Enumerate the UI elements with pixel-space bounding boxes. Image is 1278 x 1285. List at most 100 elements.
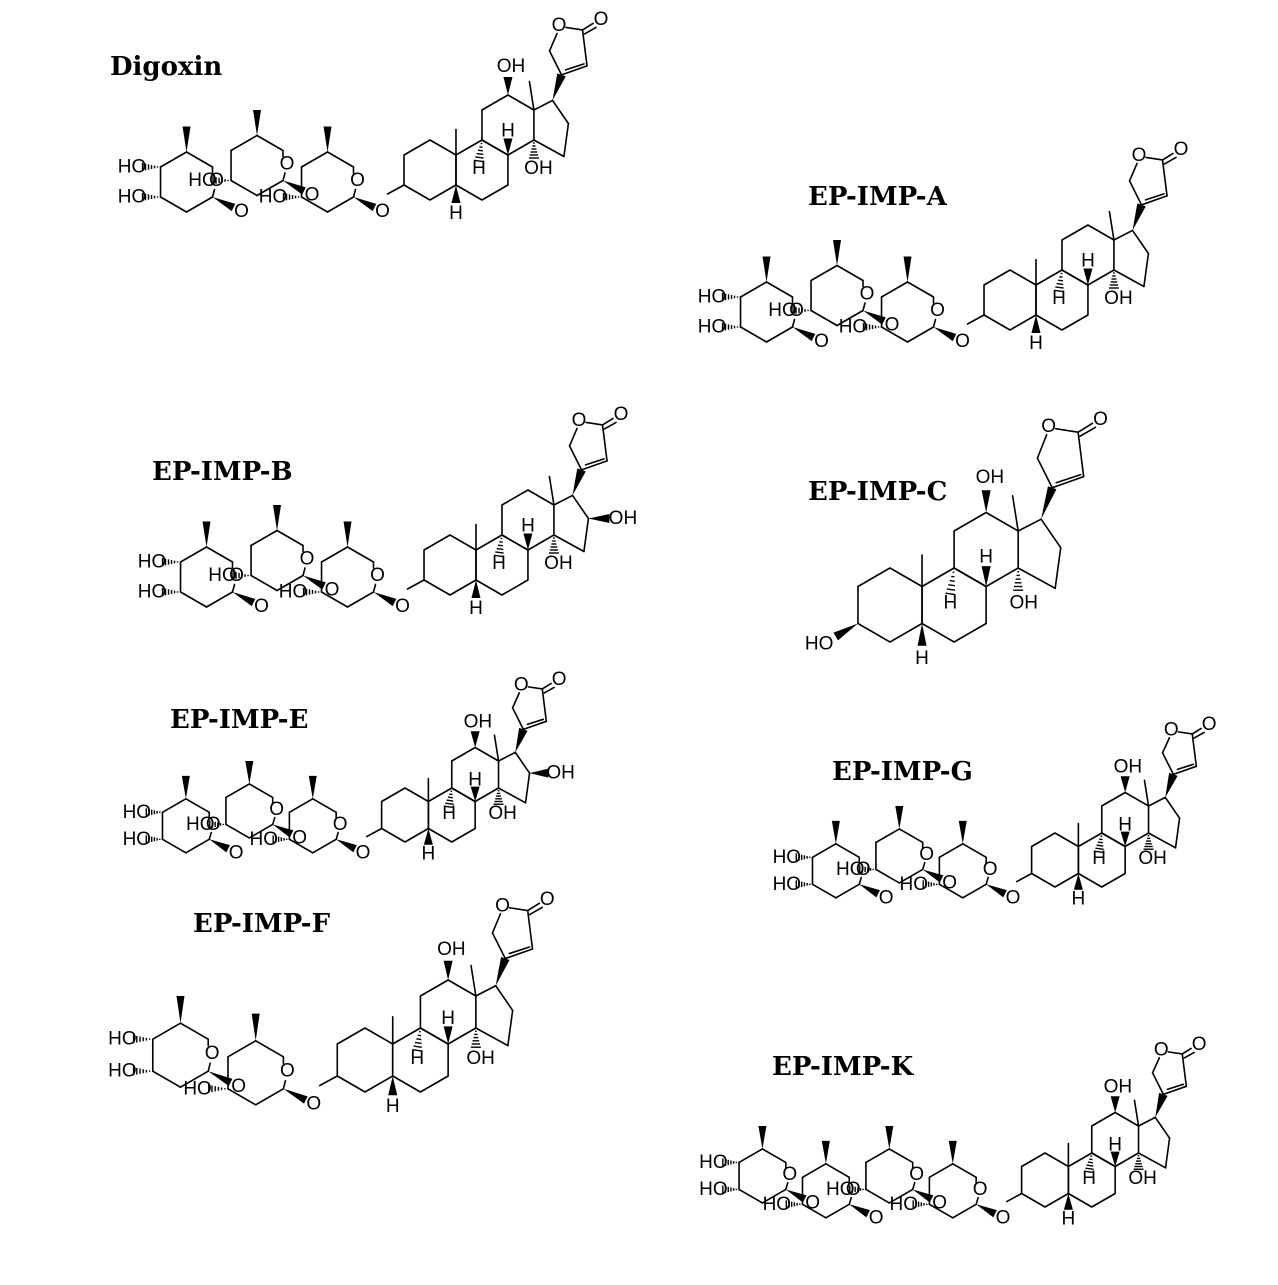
ring-d-bond — [534, 140, 564, 157]
ring-d-bond — [1155, 1117, 1169, 1138]
sugar-methyl — [763, 257, 771, 283]
hash-stroke — [1098, 842, 1103, 843]
bond — [1114, 230, 1133, 240]
glycosidic-wedge — [374, 592, 397, 606]
sugar-oh: HO — [118, 157, 147, 178]
c14-hash — [471, 1031, 481, 1047]
carbonyl-bond — [1163, 153, 1174, 160]
sugar-bond — [181, 592, 207, 607]
sugar-bond — [889, 1149, 912, 1163]
sugar-oh: HO — [773, 874, 802, 895]
bond — [1139, 1117, 1156, 1126]
lactone-bond — [603, 425, 608, 461]
lactone-bond — [1178, 732, 1192, 734]
glycosidic-o: O — [395, 596, 410, 617]
lactone-bond — [509, 908, 527, 911]
sugar-bond — [811, 266, 837, 281]
c13-methyl — [529, 82, 534, 111]
sugar-bond — [836, 844, 859, 858]
lactone-bond — [1078, 432, 1084, 476]
sugar-methyl — [253, 110, 261, 136]
sugar-methyl — [833, 240, 841, 266]
lactone-bond — [1163, 160, 1168, 196]
sugar-bond — [866, 1149, 889, 1163]
carbonyl-bond — [542, 683, 551, 688]
sugar-bond — [741, 327, 767, 342]
sugar-bond — [908, 327, 934, 342]
c3-o-bond — [320, 1076, 338, 1086]
c12-wedge — [503, 77, 512, 95]
sugar-bond — [812, 844, 835, 858]
c8-h: H — [441, 1008, 455, 1029]
sugar-bond — [251, 576, 277, 591]
c8-wedge — [982, 566, 991, 586]
c9-h: H — [472, 158, 486, 179]
sugar-ring-o: O — [973, 1179, 988, 1200]
c13-methyl — [494, 735, 498, 761]
c8-h: H — [521, 516, 535, 537]
carbonyl-o: O — [594, 9, 609, 30]
c3-o-bond — [388, 185, 405, 194]
sugar-methyl — [885, 1126, 893, 1149]
hash-stroke — [1088, 1162, 1093, 1163]
sugar-methyl — [273, 505, 281, 531]
sugar-ring-o: O — [370, 565, 385, 586]
sugar-bond — [226, 784, 249, 798]
c5-h: H — [422, 844, 436, 865]
sugar-bond — [302, 152, 328, 167]
ring-d-bond — [1176, 818, 1180, 848]
bond — [534, 100, 553, 110]
carbonyl-bond — [583, 23, 594, 30]
ring-d-bond — [1041, 519, 1061, 547]
ring-d-bond — [1166, 1138, 1170, 1168]
c9-h: H — [1082, 1168, 1096, 1189]
lactone-bond — [1037, 435, 1046, 458]
ring-a — [858, 568, 922, 642]
c9-h: H — [442, 803, 456, 824]
c12-oh: OH — [464, 711, 493, 732]
glycosidic-o: O — [814, 331, 829, 352]
hash-stroke — [947, 589, 955, 590]
glycosidic-wedge — [859, 884, 880, 897]
sugar-bond — [812, 884, 835, 898]
sugar-oh: HO — [118, 187, 147, 208]
c17-wedge — [1155, 1093, 1167, 1117]
sugar-methyl — [203, 522, 211, 548]
sugar-bond — [963, 884, 986, 898]
c14-hash — [529, 143, 539, 158]
sugar-ring-o: O — [930, 300, 945, 321]
glycosidic-o: O — [231, 1076, 246, 1097]
glycosidic-wedge — [934, 327, 957, 341]
ring-d-bond — [526, 773, 530, 803]
c9-h: H — [1092, 848, 1106, 869]
sugar-bond — [153, 1023, 181, 1039]
sugar-bond — [322, 547, 348, 562]
ring-d-bond — [1139, 1153, 1166, 1168]
sugar-bond — [313, 839, 336, 853]
lactone-bond — [492, 933, 505, 959]
ring-d-bond — [573, 495, 589, 518]
sugar-bond — [739, 1189, 762, 1203]
carbonyl-bond — [1192, 728, 1201, 733]
hash-stroke — [1097, 845, 1104, 846]
sugar-bond — [161, 197, 187, 212]
sugar-bond — [207, 547, 233, 562]
sugar-bond — [899, 829, 922, 843]
sugar-methyl — [183, 127, 191, 153]
c14-oh: OH — [524, 158, 553, 179]
sugar-bond — [162, 839, 185, 853]
carbonyl-o: O — [614, 404, 629, 425]
c17-wedge — [1133, 203, 1146, 230]
sugar-bond — [153, 1071, 181, 1087]
ring-a — [424, 535, 476, 595]
sugar-bond — [811, 311, 837, 326]
hash-stroke — [415, 1042, 422, 1043]
sugar-methyl — [176, 996, 184, 1023]
sugar-bond — [348, 592, 374, 607]
lactone-bond — [1037, 458, 1052, 488]
sugar-bond — [963, 844, 986, 858]
ring-d-bond — [1018, 568, 1055, 588]
c9-h: H — [410, 1048, 424, 1069]
